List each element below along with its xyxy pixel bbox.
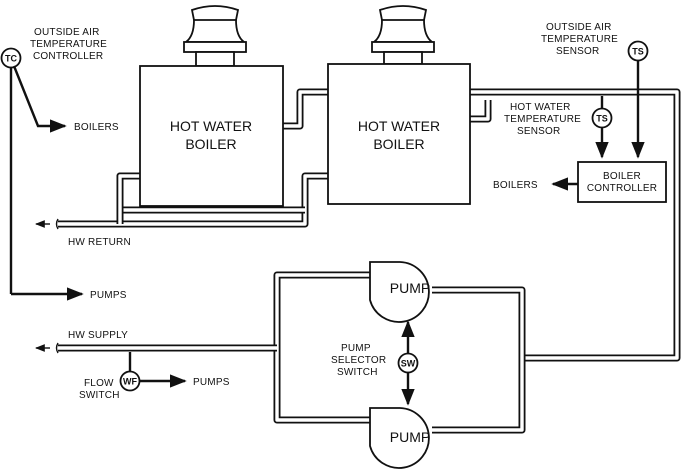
pump-loop-pipe — [273, 271, 526, 434]
svg-text:SENSOR: SENSOR — [517, 126, 560, 137]
boiler-2-label-line1: HOT WATER — [358, 118, 440, 134]
boiler-1-label-line1: HOT WATER — [170, 118, 252, 134]
boiler-1: HOT WATER BOILER — [139, 5, 284, 207]
outside-air-sensor-symbol: TS — [627, 40, 649, 159]
hw-supply-label: HW SUPPLY — [68, 330, 128, 341]
svg-text:TS: TS — [596, 114, 608, 124]
pump-selector-label: PUMP SELECTOR SWITCH — [331, 343, 386, 378]
flow-switch-pumps-label: PUMPS — [193, 377, 230, 388]
svg-text:TEMPERATURE: TEMPERATURE — [30, 39, 107, 50]
svg-text:SENSOR: SENSOR — [556, 46, 599, 57]
hot-water-sensor-symbol: TS — [591, 96, 613, 159]
svg-text:PUMP: PUMP — [390, 429, 430, 445]
svg-text:HOT WATER: HOT WATER — [510, 102, 571, 113]
svg-text:OUTSIDE AIR: OUTSIDE AIR — [546, 22, 612, 33]
outside-air-controller-label: OUTSIDE AIR TEMPERATURE CONTROLLER — [30, 27, 107, 62]
svg-text:TEMPERATURE: TEMPERATURE — [541, 34, 618, 45]
tc-signal-lines — [9, 65, 84, 301]
pump-top: PUMP — [369, 261, 430, 323]
svg-text:TC: TC — [5, 54, 17, 64]
boiler-2: HOT WATER BOILER — [327, 5, 471, 205]
svg-text:OUTSIDE AIR: OUTSIDE AIR — [34, 27, 100, 38]
flow-switch-label: FLOW SWITCH — [79, 378, 120, 401]
svg-text:PUMP: PUMP — [390, 280, 430, 296]
supply-header-pipe — [283, 88, 681, 362]
hot-water-sensor-label: HOT WATER TEMPERATURE SENSOR — [504, 102, 581, 137]
boiler-1-label-line2: BOILER — [185, 136, 236, 152]
svg-text:SELECTOR: SELECTOR — [331, 355, 386, 366]
boiler-controller: BOILER CONTROLLER — [577, 161, 667, 203]
svg-text:FLOW: FLOW — [84, 378, 114, 389]
svg-text:CONTROLLER: CONTROLLER — [33, 51, 103, 62]
svg-text:TEMPERATURE: TEMPERATURE — [504, 114, 581, 125]
return-pipe-end — [35, 218, 59, 230]
flow-switch-symbol: WF — [119, 352, 187, 392]
svg-text:SWITCH: SWITCH — [79, 390, 120, 401]
hw-return-label: HW RETURN — [68, 237, 131, 248]
boiler-2-label-line2: BOILER — [373, 136, 424, 152]
boiler-controller-label-line2: CONTROLLER — [587, 183, 657, 194]
supply-pipe-end — [35, 342, 59, 354]
svg-text:TS: TS — [632, 47, 644, 57]
tc-pumps-output-label: PUMPS — [90, 290, 127, 301]
boiler-controller-output-label: BOILERS — [493, 180, 538, 191]
svg-text:PUMP: PUMP — [341, 343, 371, 354]
tc-controller-symbol: TC — [0, 47, 22, 69]
svg-text:SWITCH: SWITCH — [337, 367, 378, 378]
boiler-controller-label-line1: BOILER — [603, 171, 641, 182]
svg-text:SW: SW — [401, 359, 416, 369]
pump-bottom: PUMP — [369, 407, 430, 469]
pump-selector-switch-symbol: SW — [397, 320, 419, 406]
svg-text:WF: WF — [123, 377, 137, 387]
hw-return-pipe — [58, 172, 328, 228]
outside-air-sensor-label: OUTSIDE AIR TEMPERATURE SENSOR — [541, 22, 618, 57]
tc-boilers-output-label: BOILERS — [74, 122, 119, 133]
